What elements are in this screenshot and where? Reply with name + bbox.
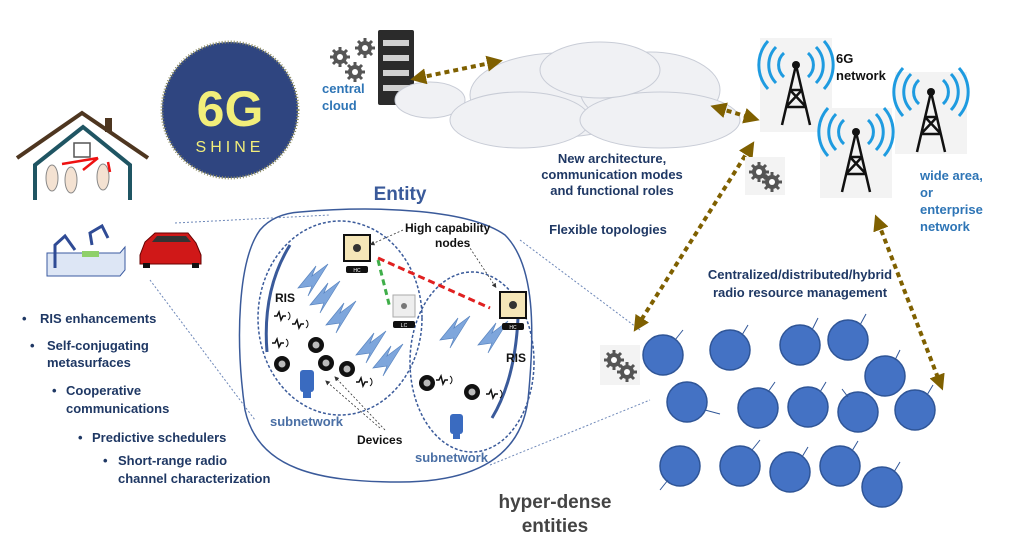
access-point-icons [300, 370, 463, 439]
svg-text:communication modes: communication modes [541, 167, 683, 182]
subnetwork-label-2: subnetwork [415, 450, 489, 465]
industrial-robot-icon [46, 223, 126, 277]
svg-text:•: • [78, 430, 83, 445]
green-link [376, 259, 392, 309]
svg-text:HC: HC [509, 325, 517, 331]
svg-text:channel characterization: channel characterization [118, 471, 270, 486]
hc-nodes-label-2: nodes [435, 236, 471, 250]
ris-label-1: RIS [275, 291, 295, 305]
gear-icon [745, 157, 785, 195]
svg-text:or: or [920, 185, 933, 200]
svg-text:radio resource management: radio resource management [713, 285, 888, 300]
bullet-short-range: Short-range radio [118, 453, 227, 468]
svg-text:Centralized/distributed/hybrid: Centralized/distributed/hybrid [708, 267, 892, 282]
svg-text:and functional roles: and functional roles [550, 183, 674, 198]
ris-label-2: RIS [506, 351, 526, 365]
hc-node-1: HC [343, 234, 371, 274]
hyper-dense-entities [642, 313, 936, 508]
central-cloud-label-2: cloud [322, 98, 357, 113]
6g-network-label: 6G [836, 51, 853, 66]
logo-text-shine: SHINE [196, 139, 265, 156]
hc-node-2: HC [499, 291, 527, 331]
hyper-dense-label: hyper-dense [499, 492, 612, 513]
svg-text:wide area,: wide area, [919, 168, 983, 183]
bullet-predictive-schedulers: Predictive schedulers [92, 430, 226, 445]
bullet-self-conjugating: Self-conjugating [47, 338, 149, 353]
annotation-arrows [325, 229, 497, 431]
logo-text-6g: 6G [197, 81, 264, 137]
bullet-cooperative: Cooperative [66, 383, 141, 398]
architecture-text: New architecture, communication modes an… [541, 151, 683, 237]
6g-shine-logo: 6G SHINE [160, 40, 300, 180]
svg-text:LC: LC [401, 323, 408, 329]
6g-network-label-2: network [836, 68, 887, 83]
svg-text:metasurfaces: metasurfaces [47, 355, 131, 370]
tower-icon-2 [817, 106, 895, 198]
central-cloud-server [328, 30, 414, 105]
central-cloud-label: central [322, 81, 365, 96]
feature-bullets: • RIS enhancements • Self-conjugating me… [22, 311, 270, 486]
smart-home-icon [15, 110, 150, 200]
svg-text:New architecture,: New architecture, [558, 151, 666, 166]
red-link [377, 256, 491, 310]
hyper-dense-label-2: entities [522, 516, 589, 537]
svg-text:•: • [30, 338, 35, 353]
svg-text:HC: HC [353, 268, 361, 274]
devices-label: Devices [357, 433, 403, 447]
svg-text:•: • [52, 383, 57, 398]
cloud-icon [394, 41, 741, 149]
tower-icon-3 [892, 66, 970, 154]
svg-text:•: • [22, 311, 27, 326]
svg-text:network: network [920, 219, 971, 234]
bullet-ris-enhancements: RIS enhancements [40, 311, 156, 326]
lc-node: LC [392, 294, 416, 329]
svg-text:enterprise: enterprise [920, 202, 983, 217]
hc-nodes-label: High capability [405, 221, 491, 235]
entity-boundary [238, 208, 535, 483]
svg-text:communications: communications [66, 401, 169, 416]
wide-area-label: wide area, or enterprise network [919, 168, 983, 234]
svg-text:•: • [103, 453, 108, 468]
gear-icon-2 [600, 345, 640, 385]
link-arrows [410, 55, 945, 391]
flexible-topologies-label: Flexible topologies [549, 222, 667, 237]
subnetwork-label-1: subnetwork [270, 414, 344, 429]
car-icon [139, 232, 202, 268]
rrm-text: Centralized/distributed/hybrid radio res… [708, 267, 892, 300]
connector-lines [149, 214, 651, 466]
entity-title: Entity [374, 184, 427, 205]
